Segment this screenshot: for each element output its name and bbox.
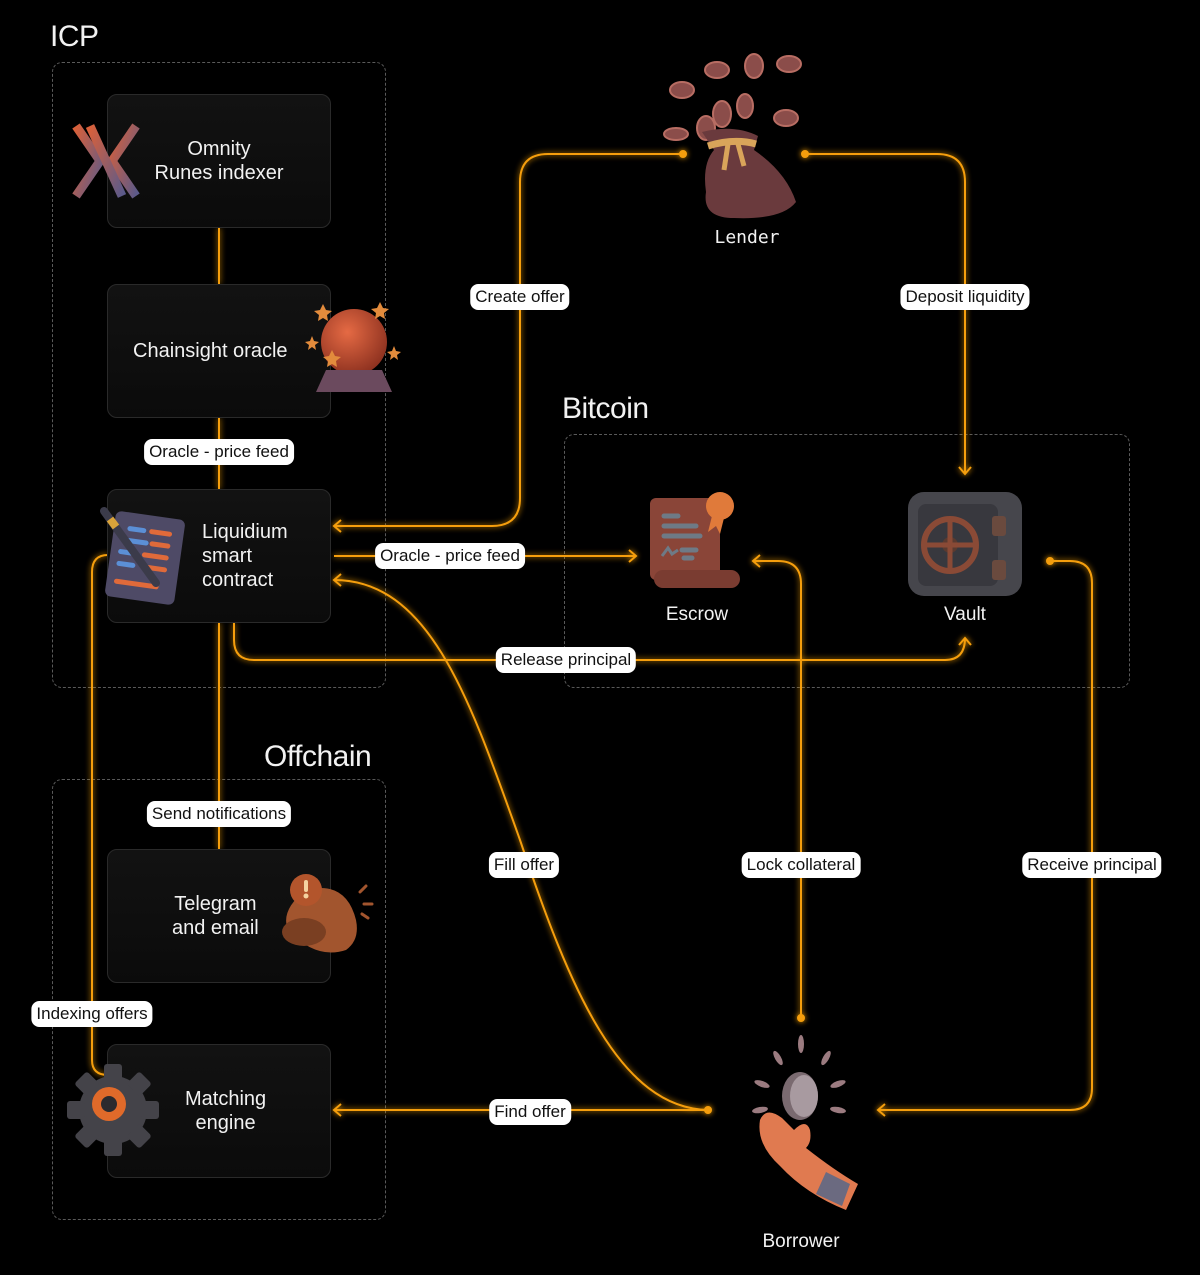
arrow-oracle-price-feed-escrow: [628, 549, 638, 563]
bell-alert-icon: [282, 874, 374, 953]
node-label-borrower: Borrower: [762, 1231, 840, 1252]
wire-lock-collateral: [753, 560, 802, 1018]
hand-coin-icon: [752, 1035, 858, 1210]
scroll-certificate-icon: [650, 492, 740, 588]
edge-label-deposit-liquidity: Deposit liquidity: [900, 284, 1030, 310]
card-omnity-label: Omnity Runes indexer: [154, 138, 284, 184]
edge-label-indexing-offers: Indexing offers: [31, 1001, 153, 1027]
card-matching-label: Matching engine: [185, 1088, 267, 1134]
arrow-fill-offer: [332, 573, 342, 587]
edge-label-lock-collateral: Lock collateral: [741, 852, 861, 878]
dot-create-offer: [679, 150, 687, 158]
money-bag-icon: [663, 53, 802, 219]
arrow-create-offer: [332, 519, 342, 533]
wire-release-principal: [233, 623, 966, 661]
safe-icon: [908, 492, 1022, 596]
card-chainsight-label: Chainsight oracle: [133, 340, 288, 362]
wire-indexing-offers: [91, 554, 109, 1076]
card-chainsight-oracle[interactable]: Chainsight oracle: [107, 284, 331, 418]
edge-label-find-offer: Find offer: [489, 1099, 571, 1125]
dot-lock-collateral: [797, 1014, 805, 1022]
card-omnity-runes-indexer[interactable]: Omnity Runes indexer: [107, 94, 331, 228]
wire-create-offer: [334, 153, 683, 527]
arrow-find-offer: [332, 1103, 342, 1117]
omnity-logo-icon: [72, 122, 140, 200]
dot-receive-principal: [1046, 557, 1054, 565]
card-telegram-label: Telegram and email: [172, 893, 259, 939]
edge-label-fill-offer: Fill offer: [488, 852, 560, 878]
edge-label-create-offer: Create offer: [470, 284, 570, 310]
wire-fill-offer: [333, 579, 709, 1111]
group-title-bitcoin: Bitcoin: [562, 392, 649, 425]
group-title-offchain: Offchain: [264, 740, 372, 773]
node-label-escrow: Escrow: [665, 604, 729, 625]
wire-deposit-liquidity: [805, 153, 966, 474]
wire-receive-principal: [878, 560, 1093, 1111]
card-liquidium-label: Liquidium smart contract: [202, 521, 288, 591]
crystal-ball-icon: [305, 302, 401, 392]
arrow-receive-principal: [876, 1103, 886, 1117]
gear-icon: [67, 1064, 159, 1156]
group-box-bitcoin: [564, 434, 1130, 688]
edge-label-receive-principal: Receive principal: [1022, 852, 1162, 878]
group-title-icp: ICP: [50, 20, 99, 53]
edge-label-send-notifications: Send notifications: [146, 801, 292, 827]
edge-label-release-principal: Release principal: [495, 647, 637, 673]
arrow-deposit-liquidity: [958, 466, 972, 476]
arrow-lock-collateral: [751, 554, 761, 568]
node-label-vault: Vault: [944, 604, 986, 625]
edge-label-oracle-price-feed-escrow: Oracle - price feed: [375, 543, 525, 569]
dot-find-offer: [704, 1106, 712, 1114]
node-label-lender: Lender: [714, 227, 780, 248]
dot-deposit-liquidity: [801, 150, 809, 158]
arrow-release-principal: [958, 636, 972, 646]
contract-pen-icon: [100, 507, 185, 605]
edge-label-oracle-price-feed-icp: Oracle - price feed: [144, 439, 294, 465]
